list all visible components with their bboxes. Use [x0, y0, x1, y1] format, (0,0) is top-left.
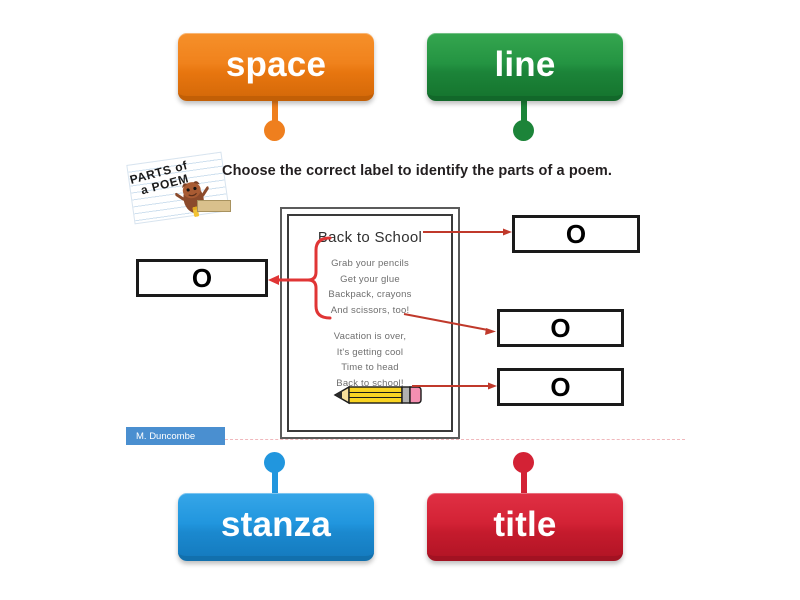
label-tile-stanza-text: stanza — [220, 505, 332, 544]
poem-line: Get your glue — [340, 273, 400, 285]
dropzone-left-marker: O — [191, 263, 213, 293]
poem-stanza-2: Vacation is over, It's getting cool Time… — [289, 329, 451, 391]
pin-stem-line — [521, 100, 527, 126]
label-tile-line[interactable]: line — [427, 33, 623, 101]
pin-stem-space — [272, 100, 278, 126]
poem-line: Backpack, crayons — [328, 289, 412, 300]
label-tile-title-text: title — [493, 505, 557, 544]
poem-line: Back to school! — [336, 377, 404, 389]
label-tile-space-text: space — [225, 45, 327, 84]
poem-stanza-1: Grab your pencils Get your glue Backpack… — [289, 256, 451, 318]
dropzone-top-right-marker: O — [565, 219, 587, 249]
label-tile-line-text: line — [494, 45, 556, 84]
poem-line: Vacation is over, — [333, 331, 407, 342]
label-tile-stanza[interactable]: stanza — [178, 493, 374, 561]
attribution-text: M. Duncombe — [136, 430, 196, 442]
parts-of-a-poem-logo: PARTS of a POEM — [124, 143, 233, 233]
poem-line: Grab your pencils — [331, 258, 409, 269]
dropzone-bottom-right-marker: O — [550, 372, 571, 402]
pin-knob-line — [513, 120, 534, 141]
dropzone-bottom-right[interactable]: O — [497, 368, 624, 406]
dropzone-top-right[interactable]: O — [512, 215, 640, 253]
label-tile-title[interactable]: title — [427, 493, 623, 561]
dropzone-middle-right-marker: O — [550, 313, 571, 343]
clipboard-inner-frame: Back to School Grab your pencils Get you… — [287, 214, 453, 432]
dropzone-middle-right[interactable]: O — [497, 309, 624, 347]
footer-divider — [225, 439, 685, 440]
dropzone-left[interactable]: O — [136, 259, 268, 297]
attribution-badge: M. Duncombe — [126, 427, 225, 445]
poem-line: And scissors, too! — [330, 304, 410, 316]
pin-stem-stanza — [272, 462, 278, 494]
label-tile-space[interactable]: space — [178, 33, 374, 101]
pin-stem-title — [521, 462, 527, 494]
poem-title: Back to School — [317, 229, 423, 246]
pin-knob-space — [264, 120, 285, 141]
poem-clipboard: Back to School Grab your pencils Get you… — [280, 207, 460, 439]
clipboard-clip-icon — [197, 200, 231, 212]
pencil-icon — [333, 385, 422, 405]
poem-line: Time to head — [341, 362, 399, 373]
instruction-text: Choose the correct label to identify the… — [222, 163, 613, 179]
poem-line: It's getting cool — [336, 346, 404, 358]
